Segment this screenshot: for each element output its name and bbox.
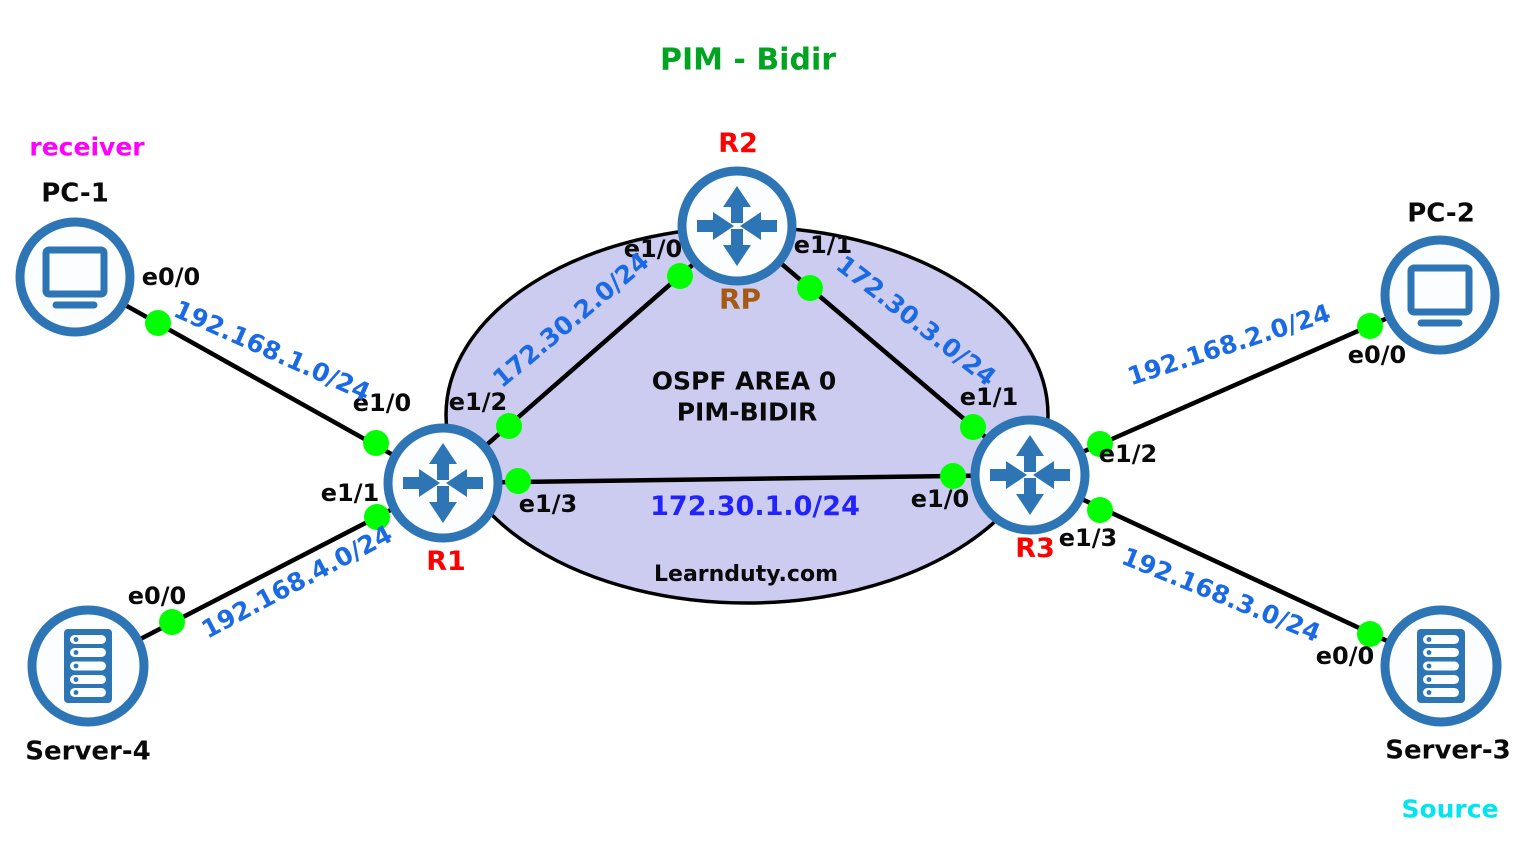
link-r1-r3 [442, 472, 1031, 486]
interface-label-r2-e1-0: e1/0 [623, 234, 683, 263]
r2-router-icon[interactable] [682, 171, 792, 281]
r2-label: R2 [718, 128, 758, 160]
diagram-title: PIM - Bidir [659, 42, 837, 78]
pc1-node-icon[interactable] [20, 222, 130, 332]
server3-label: Server-3 [1385, 735, 1511, 766]
endpoint-dot-r1-e10 [363, 430, 389, 456]
endpoint-dot-r2-e10 [667, 263, 693, 289]
server3-node-icon[interactable] [1385, 610, 1497, 722]
server4-label: Server-4 [25, 736, 151, 767]
endpoint-dot-server4-e00 [159, 609, 185, 635]
interface-label-r1-e1-3: e1/3 [518, 489, 578, 518]
watermark-text: Learnduty.com [654, 561, 838, 587]
interface-label-server3-e0-0: e0/0 [1315, 641, 1375, 670]
endpoint-dot-pc1-e00 [145, 310, 171, 336]
rp-role-label: RP [718, 282, 762, 316]
interface-label-r1-e1-0: e1/0 [352, 388, 412, 417]
endpoint-dot-r1-e12 [496, 413, 522, 439]
subnet-label-r1-r3: 172.30.1.0/24 [650, 491, 860, 523]
pc2-node-icon[interactable] [1385, 240, 1495, 350]
endpoint-dot-r3-e13 [1087, 497, 1113, 523]
server4-node-icon[interactable] [32, 610, 144, 722]
endpoint-dot-r1-e13 [505, 468, 531, 494]
interface-label-r3-e1-3: e1/3 [1058, 523, 1118, 552]
source-annotation: Source [1401, 794, 1499, 824]
endpoint-dot-pc2-e00 [1357, 313, 1383, 339]
pc1-label: PC-1 [41, 178, 109, 209]
interface-label-r2-e1-1: e1/1 [793, 230, 853, 259]
interface-label-pc1-e0-0: e0/0 [141, 262, 201, 291]
interface-label-r3-e1-2: e1/2 [1098, 439, 1158, 468]
ospf-area-line2: PIM-BIDIR [676, 397, 818, 427]
interface-label-r3-e1-0: e1/0 [910, 484, 970, 513]
r3-label: R3 [1015, 533, 1055, 565]
ospf-area-line1: OSPF AREA 0 [651, 366, 837, 396]
link-pc1-r1 [73, 275, 445, 485]
endpoint-dot-r3-e10 [940, 463, 966, 489]
r3-router-icon[interactable] [975, 420, 1085, 530]
interface-label-r3-e1-1: e1/1 [959, 382, 1019, 411]
r1-router-icon[interactable] [388, 428, 498, 538]
interface-label-r1-e1-1: e1/1 [320, 478, 380, 507]
interface-label-pc2-e0-0: e0/0 [1347, 340, 1407, 369]
endpoint-dots [145, 263, 1383, 647]
receiver-annotation: receiver [29, 132, 145, 162]
r1-label: R1 [426, 546, 466, 578]
endpoint-dot-r2-e11 [797, 275, 823, 301]
endpoint-dot-r3-e12 [1087, 431, 1113, 457]
endpoint-dot-r3-e11 [960, 414, 986, 440]
endpoint-dot-server3-e00 [1357, 621, 1383, 647]
interface-label-r1-e1-2: e1/2 [448, 387, 508, 416]
pc2-label: PC-2 [1407, 198, 1475, 229]
interface-label-server4-e0-0: e0/0 [127, 581, 187, 610]
endpoint-dot-r1-e11 [364, 504, 390, 530]
